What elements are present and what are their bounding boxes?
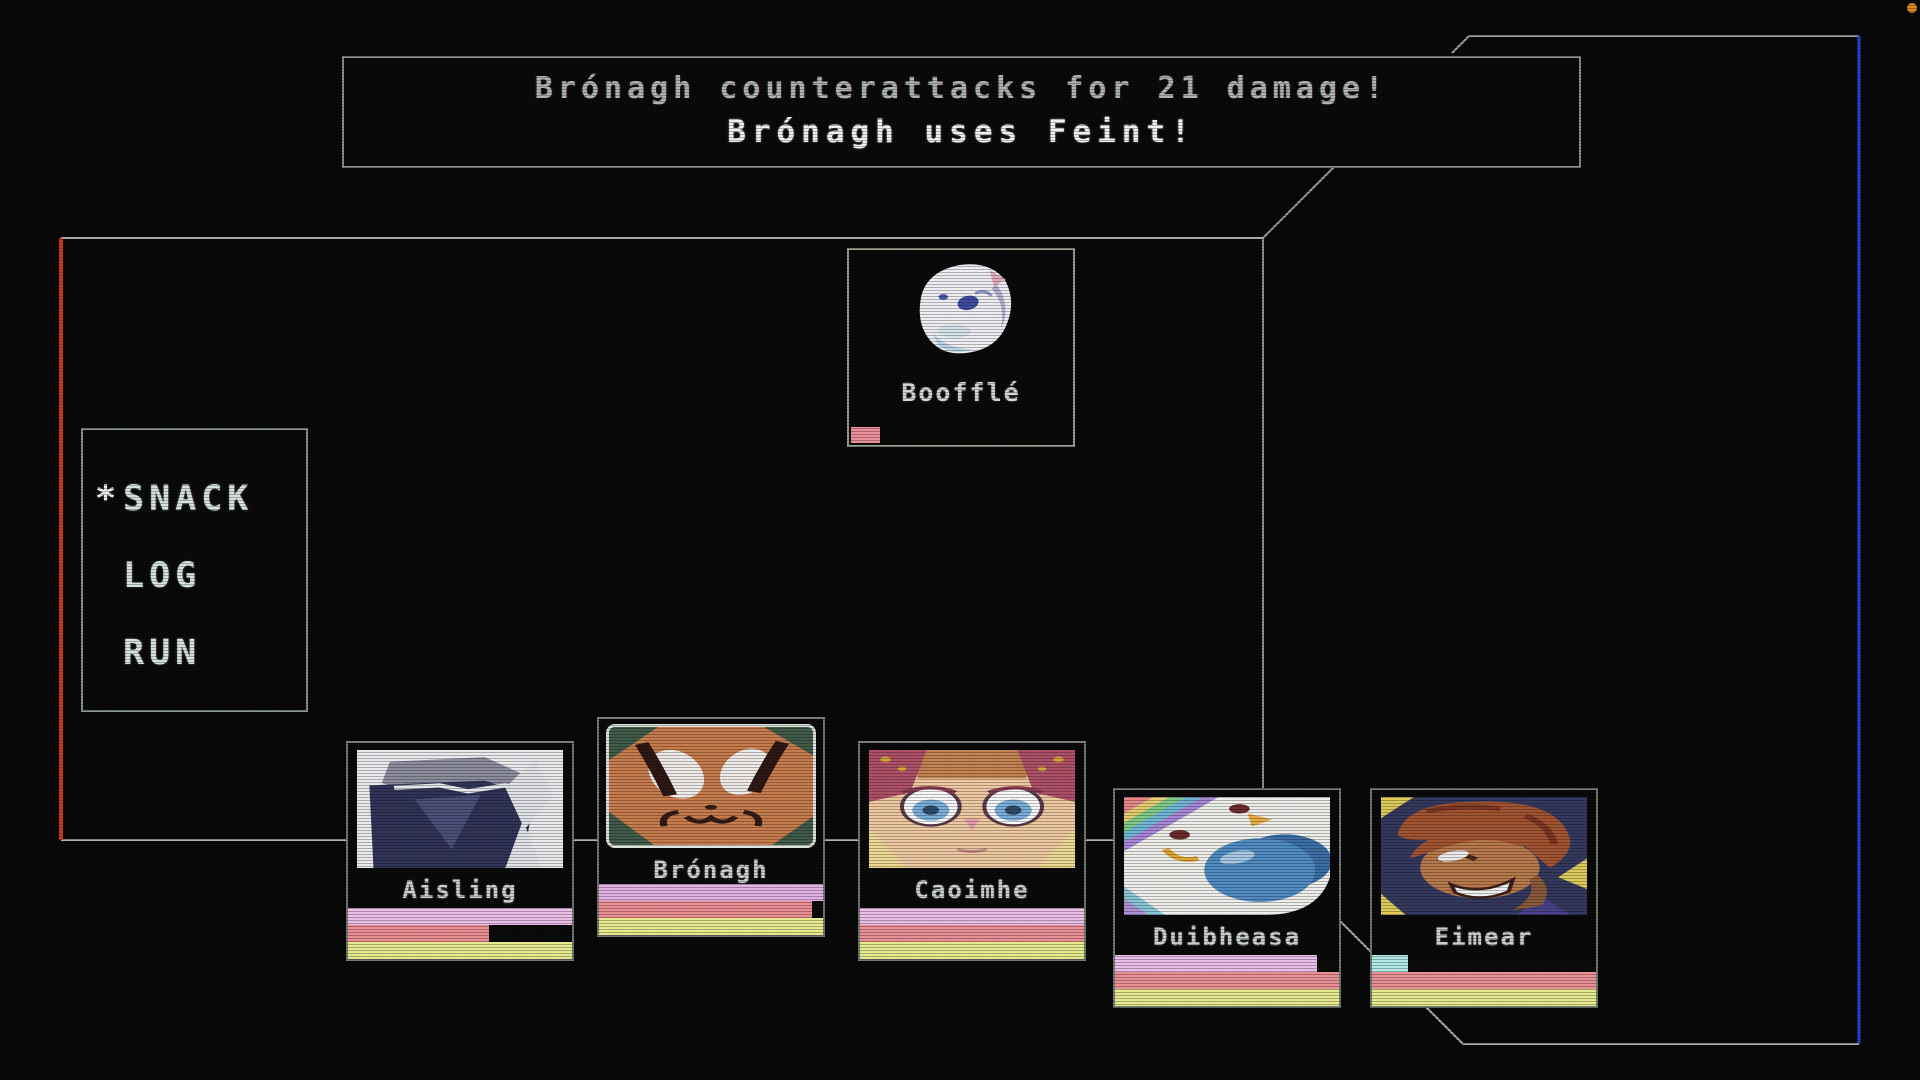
menu-item-label: LOG (123, 555, 202, 596)
party-status-bars (860, 908, 1084, 959)
portrait-eimear (1381, 797, 1587, 915)
party-member-name: Aisling (402, 876, 518, 904)
party-card-caoimhe[interactable]: Caoimhe (858, 741, 1086, 961)
menu-item-snack[interactable]: * SNACK (83, 460, 306, 537)
portrait-bronagh (606, 724, 816, 848)
party-status-bars (1115, 955, 1339, 1006)
battle-message-previous: Brónagh counterattacks for 21 damage! (534, 71, 1389, 106)
menu-item-label: RUN (123, 632, 202, 673)
party-status-bars (1372, 955, 1596, 1006)
battle-message-current: Brónagh uses Feint! (727, 114, 1196, 150)
command-menu: * SNACK * LOG * RUN (81, 428, 308, 712)
party-member-name: Brónagh (653, 856, 769, 884)
party-status-bars (599, 884, 823, 935)
portrait-aisling (357, 750, 563, 868)
portrait-caoimhe (869, 750, 1075, 868)
party-member-name: Eimear (1434, 923, 1534, 951)
enemy-name: Boofflé (901, 378, 1021, 407)
party-card-eimear[interactable]: Eimear (1370, 788, 1598, 1008)
party-card-bronagh[interactable]: Brónagh (597, 717, 825, 937)
portrait-duibheasa (1124, 797, 1330, 915)
party-status-bars (348, 908, 572, 959)
enemy-card-booffle[interactable]: Boofflé (847, 248, 1075, 447)
party-member-name: Duibheasa (1152, 923, 1302, 951)
corner-dot (1907, 3, 1917, 13)
menu-item-run[interactable]: * RUN (83, 614, 306, 691)
party-member-name: Caoimhe (914, 876, 1030, 904)
menu-item-log[interactable]: * LOG (83, 537, 306, 614)
battle-message-box: Brónagh counterattacks for 21 damage! Br… (342, 56, 1581, 168)
menu-item-label: SNACK (123, 478, 254, 519)
party-card-aisling[interactable]: Aisling (346, 741, 574, 961)
enemy-hp-fill (851, 427, 881, 443)
selection-cursor: * (95, 478, 117, 519)
enemy-portrait-icon (881, 258, 1041, 376)
party-card-duibheasa[interactable]: Duibheasa (1113, 788, 1341, 1008)
enemy-hp-bar (851, 427, 1075, 443)
